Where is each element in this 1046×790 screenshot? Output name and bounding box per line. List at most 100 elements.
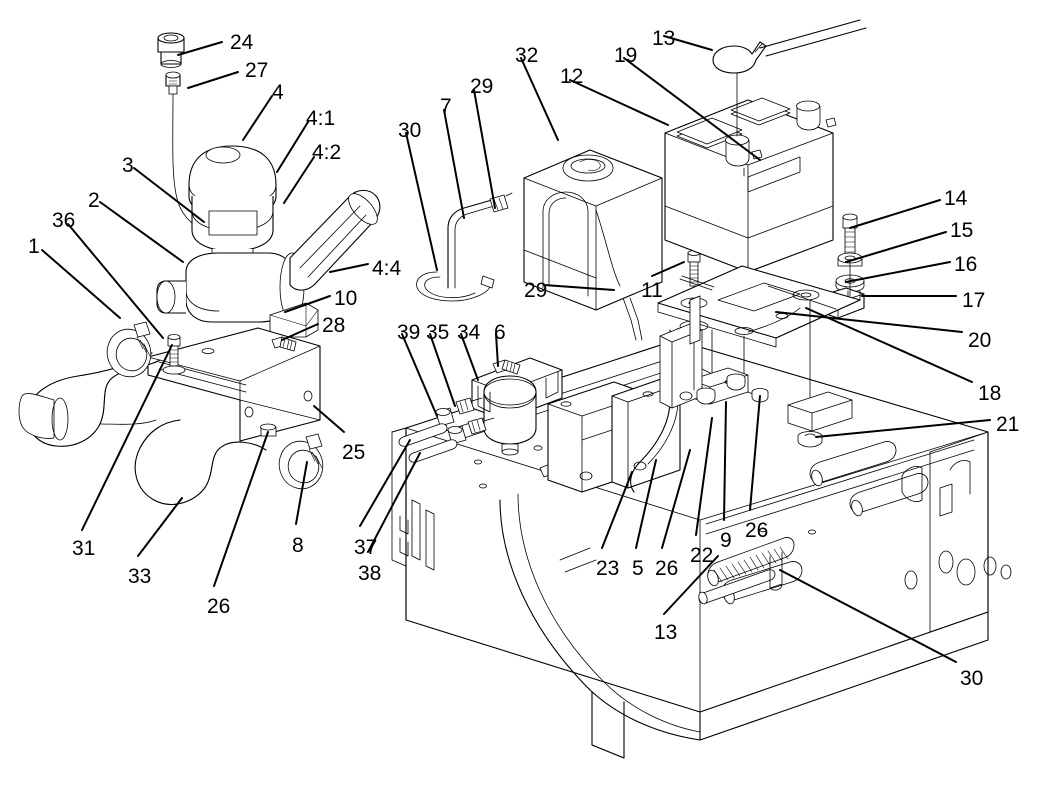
part-12-battery [664,97,837,273]
callout-label-18: 18 [978,382,1002,405]
leader-line-13 [663,35,713,51]
part-1-hose-clamp [106,321,152,378]
part-21-fastener [787,299,853,448]
control-post [689,295,701,345]
callout-label-37: 37 [354,536,378,559]
leader-line-37 [359,439,411,527]
callout-label-30: 30 [398,119,422,142]
callout-label-15: 15 [950,219,974,242]
part-35-fitting-upper [455,397,483,415]
leader-line-8 [295,461,308,525]
part-37-spacer [398,423,448,447]
part-38-spacer [408,439,458,463]
callout-label-33: 33 [128,565,152,588]
callout-label-9: 9 [720,529,732,552]
callout-label-16: 16 [954,253,978,276]
leader-line-32 [520,57,559,141]
callout-label-3: 3 [122,154,134,177]
part-25-mount-plate [147,327,321,442]
callout-label-22: 22 [690,544,714,567]
leader-line-5 [635,459,657,549]
leader-line-26 [661,449,691,549]
part-9-linkage [630,323,703,493]
leader-line-29 [543,284,615,291]
callout-label-24: 24 [230,31,254,54]
leader-line-23 [601,471,633,549]
callout-label-11: 11 [641,279,663,302]
callout-label-26: 26 [745,519,769,542]
part-13-cable-terminal [712,19,867,137]
callout-label-7: 7 [440,95,452,118]
callout-label-26: 26 [207,595,231,618]
part-33-hoses [18,352,267,505]
leader-line-29 [473,89,496,209]
callout-label-6: 6 [494,321,506,344]
part-13-spring [698,537,795,605]
leader-line-7 [443,109,465,219]
callout-label-31: 31 [72,537,96,560]
callout-label-19: 19 [614,44,638,67]
callout-label-1: 1 [28,235,40,258]
leader-line-15 [845,231,947,263]
callout-label-38: 38 [358,562,382,585]
callout-leader-lines [41,35,991,663]
leader-line-39 [401,333,438,417]
part-8-hose-clamp [278,433,324,490]
callout-label-28: 28 [322,314,346,337]
leader-line-4:1 [276,121,309,173]
leader-line-2 [99,201,184,263]
callout-label-36: 36 [52,209,76,232]
leader-line-27 [187,71,239,89]
part-24-plug [157,32,185,68]
part-30-cable-tie [416,271,495,302]
part-35-fitting-lower [467,417,495,435]
callout-label-12: 12 [560,65,584,88]
callout-label-25: 25 [342,441,366,464]
callout-label-35: 35 [426,321,450,344]
part-7-fuel-line [447,199,495,289]
callout-label-10: 10 [334,287,358,310]
leader-line-6 [495,333,499,367]
callout-label-4:4: 4:4 [372,257,402,280]
callout-label-27: 27 [245,59,269,82]
part-32-fuel-tank [523,149,663,311]
leader-line-22 [695,417,713,536]
part-18-battery-tray [657,265,861,348]
callout-label-34: 34 [457,321,481,344]
callout-label-4:2: 4:2 [312,141,342,164]
leader-line-24 [177,41,223,56]
leader-line-1 [41,249,121,319]
callout-label-5: 5 [632,557,644,580]
leader-line-26 [749,395,761,511]
leader-line-30 [779,569,957,663]
part-2-carburetor [156,189,381,323]
callout-label-30: 30 [960,667,984,690]
callout-label-4:1: 4:1 [306,107,336,130]
leader-line-18 [805,307,973,383]
callout-label-29: 29 [470,75,494,98]
callout-label-29: 29 [524,279,548,302]
callout-label-32: 32 [515,44,539,67]
callout-label-8: 8 [292,534,304,557]
leader-line-31 [81,344,173,531]
callout-label-20: 20 [968,329,992,352]
leader-line-35 [429,333,456,407]
part-27-fitting [165,71,181,95]
leader-line-14 [849,199,941,229]
callout-label-21: 21 [996,413,1020,436]
leader-line-10 [284,295,331,313]
leader-line-25 [313,405,345,433]
leader-line-30 [405,132,438,271]
leader-line-16 [845,261,951,283]
leader-line-3 [133,167,205,223]
leader-line-28 [281,323,319,341]
leader-line-12 [569,79,669,126]
leader-line-26 [213,431,269,587]
leader-line-20 [775,311,963,333]
callout-label-26: 26 [655,557,679,580]
leader-line-9 [723,401,727,521]
leader-line-34 [460,333,479,381]
leader-line-11 [651,261,685,277]
